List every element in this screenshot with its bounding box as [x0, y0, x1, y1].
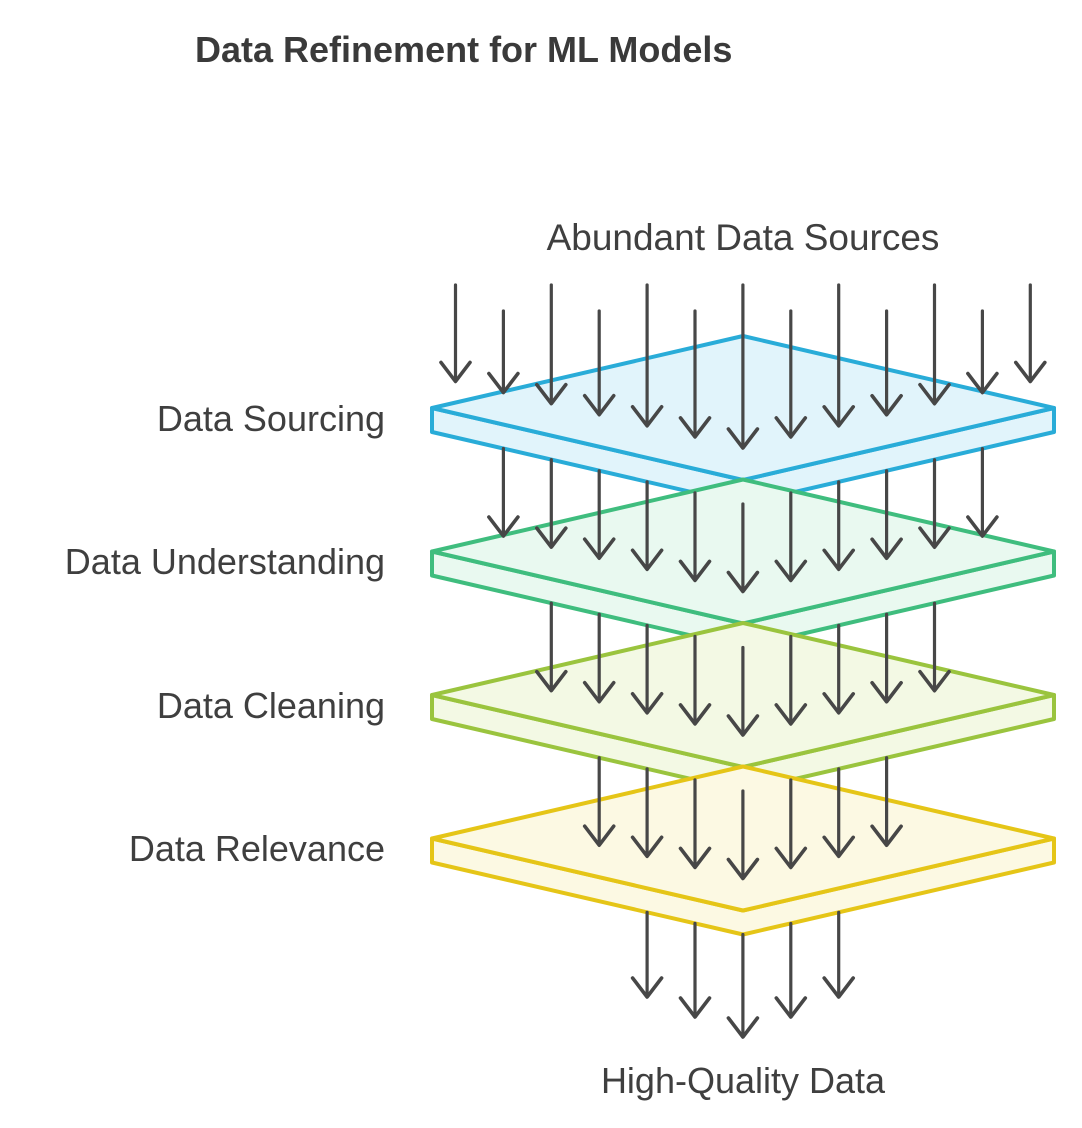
down-arrow-icon — [870, 469, 903, 561]
down-arrow-icon — [774, 921, 808, 1019]
layer-label-data-cleaning: Data Cleaning — [156, 685, 385, 726]
down-arrow-icon — [822, 910, 855, 999]
down-arrow-icon — [439, 283, 472, 384]
down-arrow-icon — [822, 767, 855, 859]
down-arrow-icon — [582, 612, 616, 704]
down-arrow-icon — [726, 932, 760, 1039]
down-arrow-icon — [966, 446, 999, 538]
down-arrow-icon — [918, 601, 951, 693]
input-source-label: Abundant Data Sources — [546, 217, 940, 258]
layer-label-data-understanding: Data Understanding — [64, 541, 385, 582]
down-arrow-icon — [535, 283, 568, 406]
down-arrow-icon — [582, 756, 616, 848]
down-arrow-icon — [966, 309, 999, 395]
down-arrow-icon — [630, 767, 664, 859]
down-arrow-icon — [582, 309, 616, 417]
down-arrow-icon — [774, 309, 808, 439]
down-arrow-icon — [678, 309, 712, 439]
down-arrow-icon — [1014, 283, 1047, 384]
down-arrow-icon — [870, 756, 903, 848]
down-arrow-icon — [726, 283, 760, 450]
down-arrow-icon — [678, 921, 712, 1019]
down-arrow-icon — [918, 458, 951, 549]
down-arrow-icon — [630, 910, 664, 999]
down-arrow-icon — [918, 283, 951, 406]
down-arrow-icon — [678, 491, 712, 583]
down-arrow-icon — [726, 645, 760, 737]
down-arrow-icon — [870, 612, 903, 704]
arrow-set-into-data-sourcing — [439, 283, 1047, 450]
down-arrow-icon — [535, 601, 568, 693]
arrow-set-into-data-understanding — [487, 446, 999, 594]
down-arrow-icon — [630, 623, 664, 715]
down-arrow-icon — [822, 623, 855, 715]
arrow-set-into-data-relevance — [582, 756, 903, 881]
layer-label-data-sourcing: Data Sourcing — [156, 398, 385, 439]
arrow-set-high-quality-output — [630, 910, 855, 1039]
down-arrow-icon — [726, 502, 760, 594]
down-arrow-icon — [535, 458, 568, 549]
down-arrow-icon — [487, 309, 520, 395]
down-arrow-icon — [487, 446, 520, 538]
arrow-set-into-data-cleaning — [535, 601, 951, 737]
down-arrow-icon — [582, 469, 616, 561]
page-title: Data Refinement for ML Models — [195, 29, 733, 70]
down-arrow-icon — [630, 480, 664, 572]
down-arrow-icon — [774, 634, 808, 726]
down-arrow-icon — [630, 283, 664, 428]
down-arrow-icon — [870, 309, 903, 417]
layer-label-data-relevance: Data Relevance — [128, 828, 385, 869]
down-arrow-icon — [822, 283, 855, 428]
down-arrow-icon — [822, 480, 855, 572]
down-arrow-icon — [774, 491, 808, 583]
output-quality-label: High-Quality Data — [600, 1060, 886, 1101]
down-arrow-icon — [774, 778, 808, 870]
down-arrow-icon — [678, 634, 712, 726]
down-arrow-icon — [678, 778, 712, 870]
down-arrow-icon — [726, 789, 760, 881]
